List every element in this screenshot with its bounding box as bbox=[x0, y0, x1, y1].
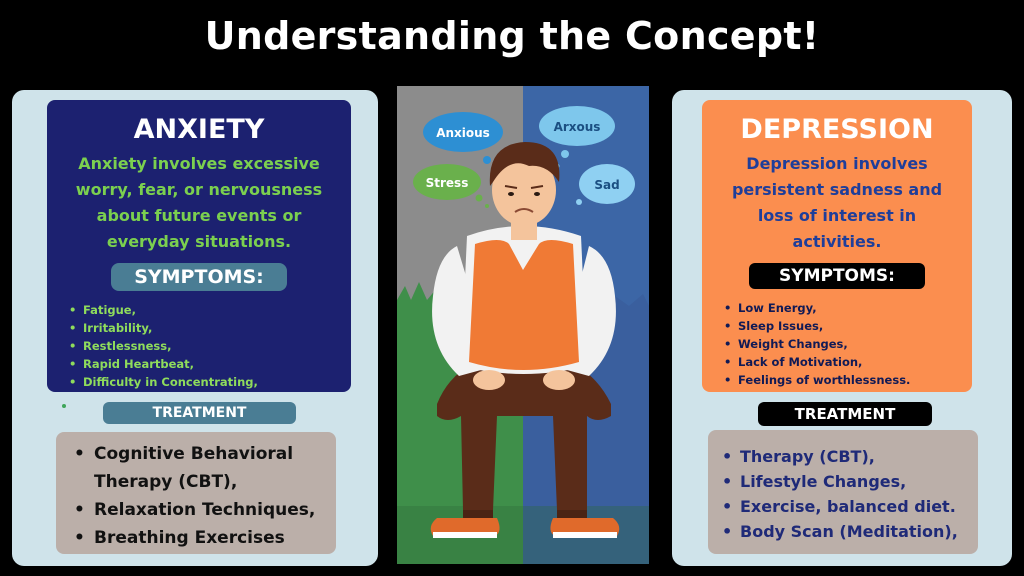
list-item: Sleep Issues, bbox=[720, 317, 960, 335]
sad-man-sitting-icon: Anxious Arxous Stress Sad bbox=[397, 86, 649, 564]
list-item: Restlessness, bbox=[65, 337, 339, 355]
anxiety-heading: ANXIETY bbox=[133, 114, 265, 145]
list-item: Body Scan (Meditation), bbox=[718, 519, 968, 544]
anxiety-description: Anxiety involves excessive worry, fear, … bbox=[75, 154, 323, 251]
depression-treatment-label: TREATMENT bbox=[758, 402, 932, 426]
anxiety-info-box: ANXIETY Anxiety involves excessive worry… bbox=[47, 100, 351, 392]
bubble-label: Sad bbox=[594, 178, 619, 192]
anxiety-treatment-label: TREATMENT bbox=[103, 402, 296, 424]
bullet-dot bbox=[62, 404, 66, 408]
depression-symptoms-list: Low Energy, Sleep Issues, Weight Changes… bbox=[714, 299, 960, 389]
list-item: Lack of Motivation, bbox=[720, 353, 960, 371]
depression-heading: DEPRESSION bbox=[740, 114, 934, 145]
list-item: Low Energy, bbox=[720, 299, 960, 317]
depression-symptoms-label: SYMPTOMS: bbox=[749, 263, 925, 289]
depression-treatment-list: Therapy (CBT), Lifestyle Changes, Exerci… bbox=[718, 444, 968, 544]
list-item: Weight Changes, bbox=[720, 335, 960, 353]
list-item: Difficulty in Concentrating, bbox=[65, 373, 339, 391]
list-item: Exercise, balanced diet. bbox=[718, 494, 968, 519]
list-item: Breathing Exercises bbox=[66, 524, 326, 552]
thought-bubble: Sad bbox=[576, 164, 635, 205]
depression-treatment-box: Therapy (CBT), Lifestyle Changes, Exerci… bbox=[708, 430, 978, 554]
anxiety-symptoms-list: Fatigue, Irritability, Restlessness, Rap… bbox=[59, 301, 339, 391]
thought-bubble: Stress bbox=[413, 164, 489, 208]
anxiety-treatment-box: Cognitive Behavioral Therapy (CBT), Rela… bbox=[56, 432, 336, 554]
thought-bubble: Arxous bbox=[539, 106, 615, 169]
depression-panel: DEPRESSION Depression involves persisten… bbox=[672, 90, 1012, 566]
list-item: Therapy (CBT), bbox=[718, 444, 968, 469]
list-item: Rapid Heartbeat, bbox=[65, 355, 339, 373]
anxiety-symptoms-label: SYMPTOMS: bbox=[111, 263, 287, 291]
list-item: Fatigue, bbox=[65, 301, 339, 319]
page-title: Understanding the Concept! bbox=[204, 14, 820, 58]
list-item: Lifestyle Changes, bbox=[718, 469, 968, 494]
depression-description: Depression involves persistent sadness a… bbox=[731, 154, 943, 251]
bubble-label: Anxious bbox=[436, 126, 490, 140]
anxiety-treatment-list: Cognitive Behavioral Therapy (CBT), Rela… bbox=[66, 440, 326, 552]
depression-info-box: DEPRESSION Depression involves persisten… bbox=[702, 100, 972, 392]
list-item: Cognitive Behavioral Therapy (CBT), bbox=[66, 440, 326, 496]
thought-bubble: Anxious bbox=[423, 112, 503, 173]
list-item: Feelings of worthlessness. bbox=[720, 371, 960, 389]
list-item: Irritability, bbox=[65, 319, 339, 337]
list-item: Relaxation Techniques, bbox=[66, 496, 326, 524]
bubble-label: Arxous bbox=[554, 120, 601, 134]
person-illustration: Anxious Arxous Stress Sad bbox=[397, 86, 649, 564]
bubble-label: Stress bbox=[426, 176, 469, 190]
anxiety-panel: ANXIETY Anxiety involves excessive worry… bbox=[12, 90, 378, 566]
